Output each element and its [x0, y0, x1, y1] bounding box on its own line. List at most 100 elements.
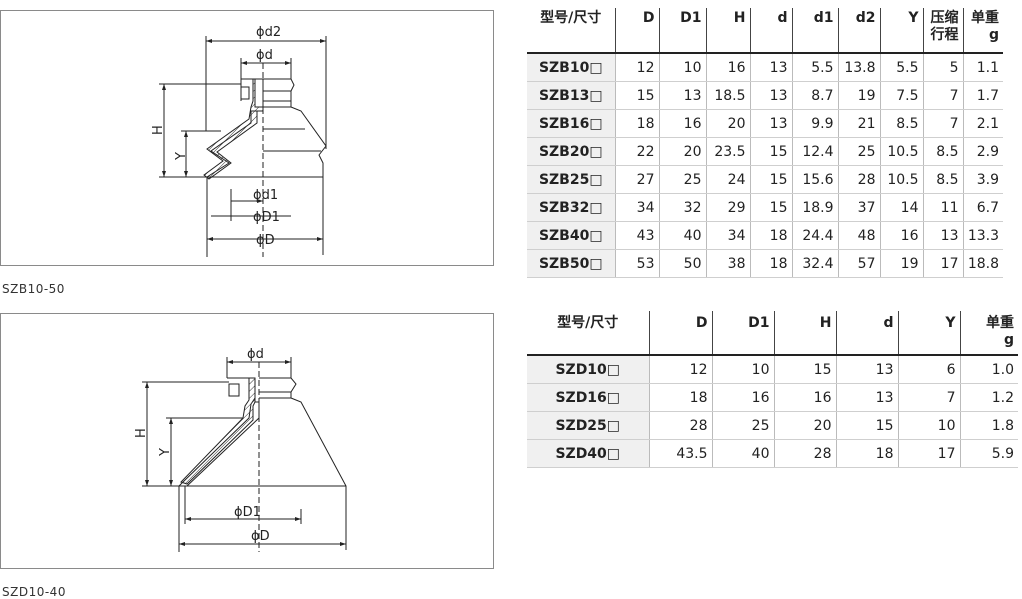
value-cell: 25 — [658, 165, 706, 194]
model-cell: SZB50□ — [527, 249, 615, 278]
label-H: H — [134, 428, 149, 438]
value-cell: 28 — [837, 165, 880, 194]
caption-szd: SZD10-40 — [2, 585, 66, 599]
value-cell: 1.1 — [962, 53, 1003, 82]
value-cell: 27 — [614, 165, 659, 194]
value-cell: 50 — [658, 249, 706, 278]
value-cell: 13.8 — [837, 53, 880, 82]
value-cell: 20 — [773, 411, 836, 440]
value-cell: 40 — [711, 439, 774, 468]
value-cell: 32.4 — [791, 249, 838, 278]
value-cell: 6.7 — [962, 193, 1003, 222]
value-cell: 15 — [749, 137, 792, 166]
value-cell: 1.0 — [959, 355, 1018, 384]
value-cell: 16 — [773, 383, 836, 412]
value-cell: 38 — [705, 249, 750, 278]
label-d2: ϕd2 — [256, 25, 281, 40]
value-cell: 13.3 — [962, 221, 1003, 250]
label-D: ϕD — [251, 529, 270, 544]
header-cell: H — [773, 311, 836, 355]
value-cell: 19 — [837, 81, 880, 110]
header-cell: 压缩 行程 — [922, 8, 963, 53]
header-cell: Y — [879, 8, 923, 53]
value-cell: 12.4 — [791, 137, 838, 166]
value-cell: 13 — [749, 81, 792, 110]
value-cell: 10 — [658, 53, 706, 82]
label-d1: ϕd1 — [253, 188, 278, 203]
value-cell: 18.5 — [705, 81, 750, 110]
value-cell: 5.5 — [879, 53, 923, 82]
value-cell: 16 — [705, 53, 750, 82]
value-cell: 16 — [658, 109, 706, 138]
label-H: H — [151, 125, 166, 135]
label-D: ϕD — [256, 233, 275, 248]
value-cell: 5.5 — [791, 53, 838, 82]
value-cell: 18.8 — [962, 249, 1003, 278]
model-cell: SZB25□ — [527, 165, 615, 194]
value-cell: 40 — [658, 221, 706, 250]
value-cell: 5.9 — [959, 439, 1018, 468]
value-cell: 32 — [658, 193, 706, 222]
value-cell: 12 — [648, 355, 712, 384]
value-cell: 5 — [922, 53, 963, 82]
header-cell: Y — [897, 311, 960, 355]
value-cell: 10 — [711, 355, 774, 384]
value-cell: 53 — [614, 249, 659, 278]
model-cell: SZB10□ — [527, 53, 615, 82]
header-cell: d1 — [791, 8, 838, 53]
model-cell: SZB16□ — [527, 109, 615, 138]
value-cell: 13 — [658, 81, 706, 110]
value-cell: 28 — [773, 439, 836, 468]
value-cell: 13 — [749, 109, 792, 138]
header-cell: D — [614, 8, 659, 53]
label-D1: ϕD1 — [234, 505, 261, 520]
value-cell: 7 — [897, 383, 960, 412]
value-cell: 19 — [879, 249, 923, 278]
value-cell: 23.5 — [705, 137, 750, 166]
value-cell: 8.5 — [922, 137, 963, 166]
header-cell: D1 — [658, 8, 706, 53]
value-cell: 13 — [835, 355, 898, 384]
value-cell: 13 — [922, 221, 963, 250]
value-cell: 18 — [749, 249, 792, 278]
value-cell: 6 — [897, 355, 960, 384]
header-cell: 单重 g — [962, 8, 1003, 53]
value-cell: 18 — [749, 221, 792, 250]
value-cell: 25 — [837, 137, 880, 166]
value-cell: 20 — [658, 137, 706, 166]
value-cell: 7.5 — [879, 81, 923, 110]
value-cell: 25 — [711, 411, 774, 440]
value-cell: 43 — [614, 221, 659, 250]
model-cell: SZB32□ — [527, 193, 615, 222]
value-cell: 1.8 — [959, 411, 1018, 440]
value-cell: 43.5 — [648, 439, 712, 468]
value-cell: 16 — [879, 221, 923, 250]
model-cell: SZD16□ — [527, 383, 649, 412]
value-cell: 34 — [705, 221, 750, 250]
caption-szb: SZB10-50 — [2, 282, 65, 296]
header-cell: 单重 g — [959, 311, 1018, 355]
header-cell: H — [705, 8, 750, 53]
model-cell: SZD40□ — [527, 439, 649, 468]
value-cell: 57 — [837, 249, 880, 278]
value-cell: 18 — [835, 439, 898, 468]
value-cell: 15.6 — [791, 165, 838, 194]
value-cell: 3.9 — [962, 165, 1003, 194]
value-cell: 10 — [897, 411, 960, 440]
value-cell: 8.7 — [791, 81, 838, 110]
value-cell: 2.9 — [962, 137, 1003, 166]
value-cell: 20 — [705, 109, 750, 138]
label-d: ϕd — [247, 347, 264, 362]
value-cell: 22 — [614, 137, 659, 166]
value-cell: 34 — [614, 193, 659, 222]
table-header-row: 型号/尺寸 D D1 H d d1 d2 Y 压缩 行程 单重 g — [527, 8, 1003, 53]
value-cell: 8.5 — [879, 109, 923, 138]
value-cell: 13 — [749, 53, 792, 82]
